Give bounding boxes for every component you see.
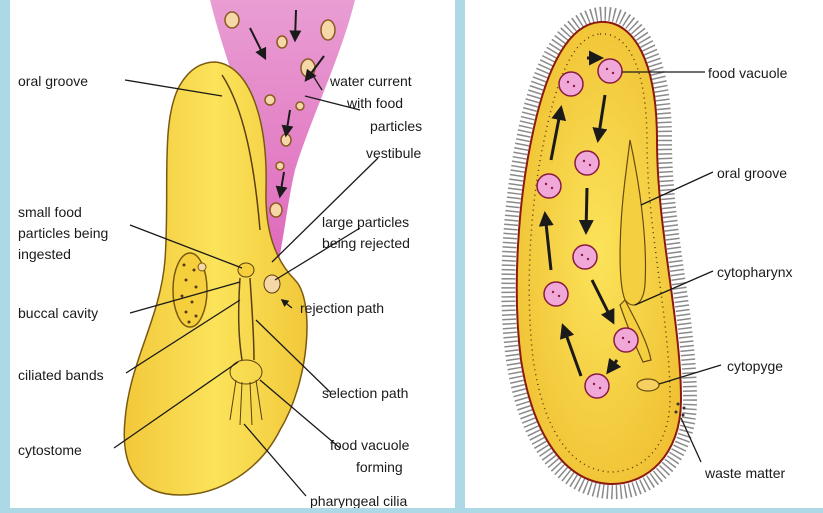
label-small-food-1: small food — [18, 204, 82, 220]
label-water-current-2: with food — [346, 95, 403, 111]
label-waste-matter: waste matter — [704, 465, 785, 481]
label-cytopharynx: cytopharynx — [717, 264, 792, 280]
label-cytostome: cytostome — [18, 442, 82, 458]
food-vacuole — [585, 374, 609, 398]
buccal-cavity-shape — [238, 263, 254, 277]
label-oral-groove: oral groove — [18, 73, 88, 89]
micronucleus — [198, 263, 206, 271]
label-buccal-cavity: buccal cavity — [18, 305, 98, 321]
right-panel: food vacuole oral groove cytopharynx cyt… — [465, 0, 823, 508]
label-food-vacuole-forming-1: food vacuole — [330, 437, 410, 453]
label-food-vacuole-forming-2: forming — [356, 459, 403, 475]
food-vacuole — [544, 282, 568, 306]
food-vacuole — [559, 72, 583, 96]
label-small-food-2: particles being — [18, 225, 108, 241]
paramecium-digestion-diagram: food vacuole oral groove cytopharynx cyt… — [465, 0, 823, 508]
cytopyge-shape — [637, 379, 659, 391]
paramecium-feeding-diagram: oral groove water current with food part… — [10, 0, 455, 508]
left-panel: oral groove water current with food part… — [10, 0, 455, 508]
label-water-current-1: water current — [329, 73, 412, 89]
label-large-particles-2: being rejected — [322, 235, 410, 251]
label-small-food-3: ingested — [18, 246, 71, 262]
label-large-particles-1: large particles — [322, 214, 409, 230]
food-vacuole — [573, 245, 597, 269]
food-vacuole — [598, 59, 622, 83]
label-food-vacuole: food vacuole — [708, 65, 788, 81]
food-vacuole — [575, 151, 599, 175]
label-oral-groove-right: oral groove — [717, 165, 787, 181]
label-water-current-3: particles — [370, 118, 422, 134]
food-vacuole — [537, 174, 561, 198]
label-rejection-path: rejection path — [300, 300, 384, 316]
label-ciliated-bands: ciliated bands — [18, 367, 104, 383]
food-vacuole — [614, 328, 638, 352]
label-pharyngeal-cilia: pharyngeal cilia — [310, 493, 407, 508]
label-cytopyge: cytopyge — [727, 358, 783, 374]
label-selection-path: selection path — [322, 385, 408, 401]
label-vestibule: vestibule — [366, 145, 421, 161]
